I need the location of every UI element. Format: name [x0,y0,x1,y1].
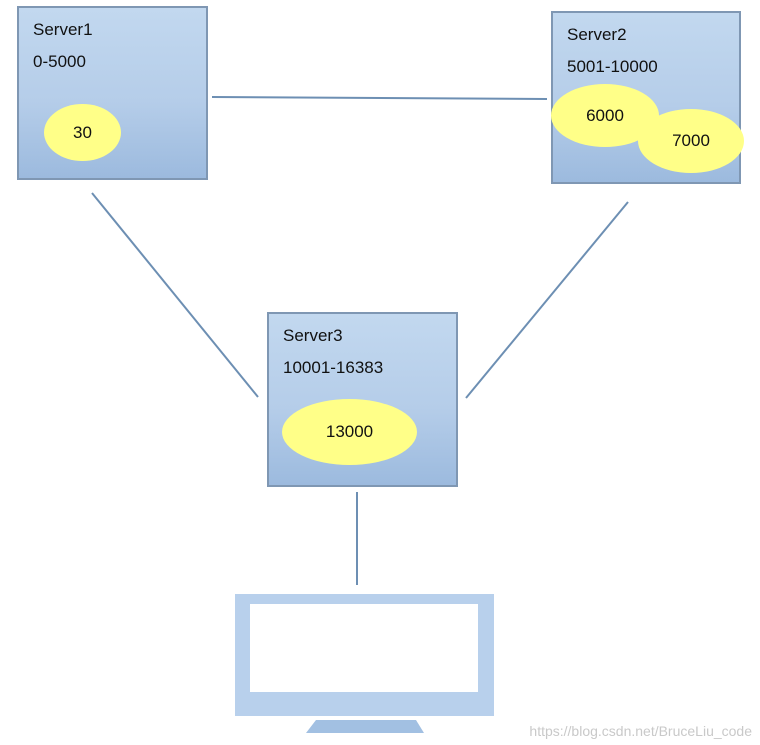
server3-name: Server3 [283,326,343,345]
server3-slot-range: 10001-16383 [283,358,384,377]
server1-slot-30: 30 [44,104,121,161]
server2-node: Server2 5001-10000 6000 7000 [551,11,744,184]
source-watermark: https://blog.csdn.net/BruceLiu_code [529,723,752,739]
monitor-stand [306,720,424,733]
link-server1-server2 [211,96,548,100]
monitor-screen [250,604,478,692]
server1-name: Server1 [33,20,93,39]
server1-node: Server1 0-5000 30 [17,6,208,180]
server2-name: Server2 [567,25,627,44]
server2-slot-range: 5001-10000 [567,57,658,76]
link-server1-server3 [91,192,259,398]
server3-node: Server3 10001-16383 13000 [267,312,458,487]
server2-slot-7000: 7000 [638,109,744,173]
server1-slot-range: 0-5000 [33,52,86,71]
link-server2-server3 [465,201,629,399]
server3-slot-13000: 13000 [282,399,417,465]
